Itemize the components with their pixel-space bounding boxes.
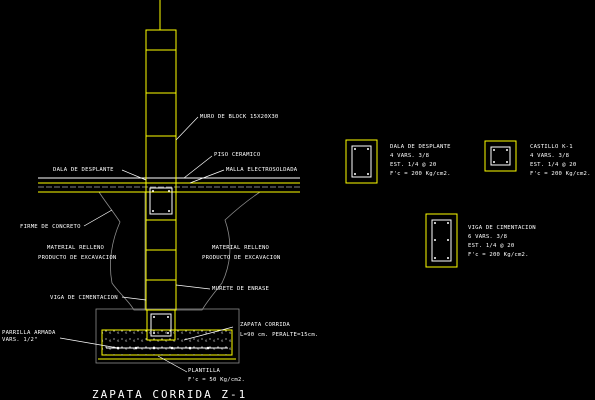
label-relleno-right-2: PRODUCTO DE EXCAVACION [202, 255, 281, 261]
label-parrilla-2: VARS. 1/2" [2, 337, 38, 343]
section-castillo-title: CASTILLO K-1 [530, 144, 573, 150]
section-dala: DALA DE DESPLANTE 4 VARS. 3/8 EST. 1/4 @… [345, 139, 451, 184]
label-viga: VIGA DE CIMENTACION [50, 295, 118, 301]
label-piso: PISO CERAMICO [214, 152, 261, 158]
footing-zapata [98, 329, 236, 360]
block-wall [145, 0, 177, 184]
section-viga-line3: F'c = 200 Kg/cm2. [468, 252, 529, 258]
section-dala-line3: F'c = 200 Kg/cm2. [390, 171, 451, 177]
section-viga: VIGA DE CIMENTACION 6 VARS. 3/8 EST. 1/4… [425, 213, 536, 268]
soil-fill-left [98, 191, 146, 311]
label-relleno-right-1: MATERIAL RELLENO [212, 245, 270, 251]
label-zapata-1: ZAPATA CORRIDA [240, 322, 290, 328]
floor-slab [38, 177, 300, 193]
label-muro: MURO DE BLOCK 15X20X30 [200, 114, 279, 120]
label-parrilla-1: PARRILLA ARMADA [2, 330, 56, 336]
label-murete: MURETE DE ENRASE [212, 286, 270, 292]
section-castillo-line3: F'c = 200 Kg/cm2. [530, 171, 591, 177]
section-dala-title: DALA DE DESPLANTE [390, 144, 451, 150]
label-plantilla-1: PLANTILLA [188, 368, 221, 374]
drawing-title: ZAPATA CORRIDA Z-1 [92, 388, 247, 400]
label-firme: FIRME DE CONCRETO [20, 224, 81, 230]
section-castillo: CASTILLO K-1 4 VARS. 3/8 EST. 1/4 @ 20 F… [484, 140, 591, 177]
label-plantilla-2: F'c = 50 Kg/cm2. [188, 377, 245, 383]
label-zapata-2: L=90 cm. PERALTE=15cm. [240, 332, 319, 338]
label-relleno-left-2: PRODUCTO DE EXCAVACION [38, 255, 117, 261]
section-dala-line2: EST. 1/4 @ 20 [390, 162, 436, 168]
label-malla: MALLA ELECTROSOLDADA [226, 167, 298, 173]
drawing-labels: MURO DE BLOCK 15X20X30 PISO CERAMICO DAL… [2, 114, 319, 400]
label-dala: DALA DE DESPLANTE [53, 167, 114, 173]
section-castillo-line2: EST. 1/4 @ 20 [530, 162, 576, 168]
section-castillo-line1: 4 VARS. 3/8 [530, 153, 570, 159]
section-viga-line1: 6 VARS. 3/8 [468, 234, 508, 240]
label-relleno-left-1: MATERIAL RELLENO [47, 245, 105, 251]
section-dala-line1: 4 VARS. 3/8 [390, 153, 430, 159]
murete-enrase [145, 219, 177, 311]
dala-desplante-section [145, 182, 177, 221]
soil-fill-right [175, 191, 262, 311]
section-viga-title: VIGA DE CIMENTACION [468, 225, 536, 231]
section-viga-line2: EST. 1/4 @ 20 [468, 243, 514, 249]
foundation-beam-lower [146, 309, 176, 341]
footing-excavation [95, 308, 240, 364]
leader-lines [59, 116, 234, 373]
